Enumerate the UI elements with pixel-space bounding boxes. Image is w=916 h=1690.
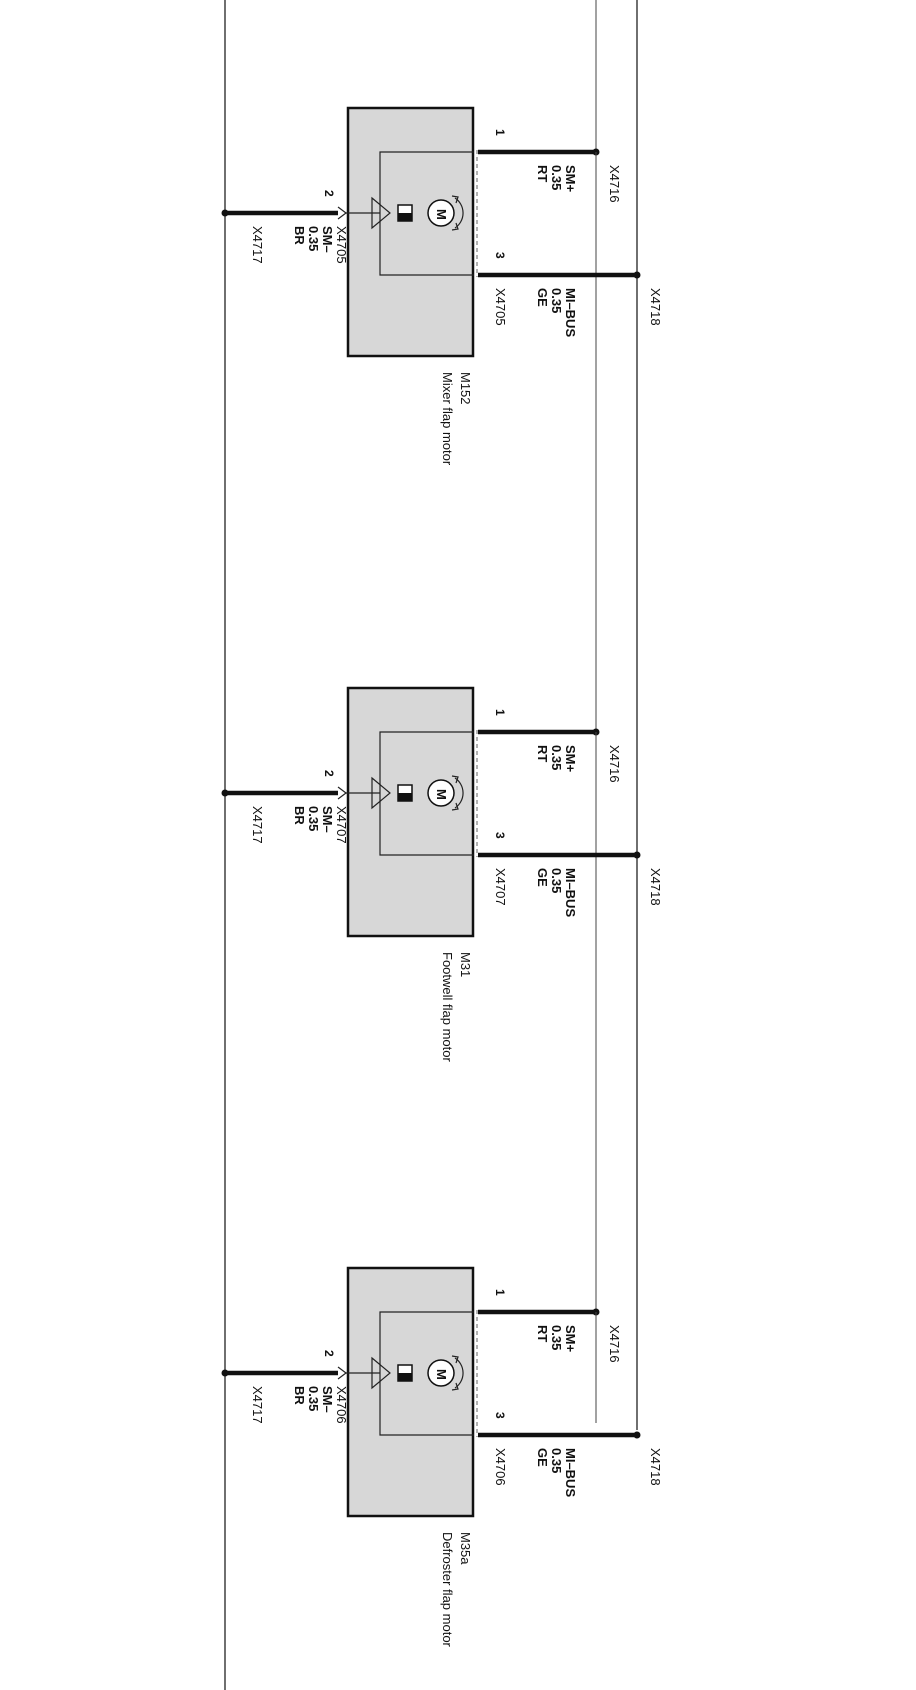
wire-label-pin1: SM+ <box>563 165 578 193</box>
wire-label-pin2: 0.35 <box>306 226 321 251</box>
wire-label-pin2: SM– <box>320 226 335 253</box>
wire-label-pin2: 0.35 <box>306 806 321 831</box>
wire-label-pin1: RT <box>535 745 550 762</box>
motor-box <box>346 106 475 358</box>
sensor-fill <box>398 1373 412 1381</box>
left-bus-junction <box>221 789 229 797</box>
bus-b-junction <box>633 851 641 859</box>
wire-label-pin1: 0.35 <box>549 165 564 190</box>
wire-label-pin3: MI–BUS <box>563 288 578 337</box>
left-bus-junction <box>221 1369 229 1377</box>
rotation-arrowheads-icon <box>451 195 459 231</box>
component-name: Mixer flap motor <box>440 372 455 466</box>
wire-label-pin3: GE <box>535 868 550 887</box>
wire-label-pin2: BR <box>292 1386 307 1405</box>
input-triangle-icon <box>346 1356 391 1390</box>
connector-label-left-bus: X4717 <box>250 806 265 844</box>
wire-label-pin2: BR <box>292 806 307 825</box>
pin2-connector-mark <box>337 786 347 800</box>
bus-b-junction <box>633 271 641 279</box>
input-triangle-icon <box>346 196 391 230</box>
pin-number-2: 2 <box>322 1350 336 1357</box>
bus-b-junction <box>633 1431 641 1439</box>
connector-label-bus-a: X4716 <box>607 1325 622 1363</box>
wire-label-pin3: GE <box>535 288 550 307</box>
wire-label-pin1: 0.35 <box>549 1325 564 1350</box>
input-triangle-icon <box>346 776 391 810</box>
connector-label-bus-a: X4716 <box>607 745 622 783</box>
component-id: M152 <box>458 372 473 405</box>
motor-symbol-label: M <box>434 789 449 800</box>
rotation-arrowheads-icon <box>451 775 459 811</box>
motor-icon <box>427 1359 455 1387</box>
motor-icon <box>427 779 455 807</box>
motor-symbol-label: M <box>434 209 449 220</box>
rotation-arrow-icon <box>454 1357 464 1389</box>
local-connector-label-pin2: X4707 <box>334 806 349 844</box>
motor-box <box>346 1266 475 1518</box>
motor-box <box>346 686 475 938</box>
rotation-arrow-icon <box>454 197 464 229</box>
connector-label-bus-b: X4718 <box>648 1448 663 1486</box>
local-connector-label-pin2: X4705 <box>334 226 349 264</box>
wire-label-pin3: MI–BUS <box>563 1448 578 1497</box>
pin-number-3: 3 <box>493 1412 507 1419</box>
pin2-connector-mark <box>337 1366 347 1380</box>
wire-label-pin3: 0.35 <box>549 1448 564 1473</box>
pin-number-1: 1 <box>493 1289 507 1296</box>
connector-label-bus-a: X4716 <box>607 165 622 203</box>
component-id: M31 <box>458 952 473 977</box>
pin-number-2: 2 <box>322 770 336 777</box>
pin2-connector-mark <box>337 206 347 220</box>
wire-label-pin3: GE <box>535 1448 550 1467</box>
wire-label-pin1: RT <box>535 165 550 182</box>
wire-label-pin1: RT <box>535 1325 550 1342</box>
connector-label-left-bus: X4717 <box>250 226 265 264</box>
pin-number-3: 3 <box>493 832 507 839</box>
motor-symbol-label: M <box>434 1369 449 1380</box>
pin-number-2: 2 <box>322 190 336 197</box>
pin-number-1: 1 <box>493 129 507 136</box>
local-connector-label-pin3: X4706 <box>493 1448 508 1486</box>
rotation-arrow-icon <box>454 777 464 809</box>
sensor-fill <box>398 793 412 801</box>
wire-label-pin2: SM– <box>320 806 335 833</box>
pin-number-3: 3 <box>493 252 507 259</box>
local-connector-label-pin3: X4705 <box>493 288 508 326</box>
component-name: Footwell flap motor <box>440 952 455 1062</box>
wire-label-pin3: 0.35 <box>549 868 564 893</box>
wire-label-pin2: SM– <box>320 1386 335 1413</box>
wire-label-pin2: 0.35 <box>306 1386 321 1411</box>
wire-label-pin3: 0.35 <box>549 288 564 313</box>
pin-number-1: 1 <box>493 709 507 716</box>
motor-icon <box>427 199 455 227</box>
sensor-fill <box>398 213 412 221</box>
left-bus-junction <box>221 209 229 217</box>
connector-label-bus-b: X4718 <box>648 868 663 906</box>
wire-label-pin2: BR <box>292 226 307 245</box>
component-name: Defroster flap motor <box>440 1532 455 1648</box>
component-id: M35a <box>458 1532 473 1565</box>
wire-label-pin1: 0.35 <box>549 745 564 770</box>
local-connector-label-pin2: X4706 <box>334 1386 349 1424</box>
wire-label-pin1: SM+ <box>563 1325 578 1353</box>
rotation-arrowheads-icon <box>451 1355 459 1391</box>
connector-label-bus-b: X4718 <box>648 288 663 326</box>
connector-label-left-bus: X4717 <box>250 1386 265 1424</box>
wire-label-pin3: MI–BUS <box>563 868 578 917</box>
wire-label-pin1: SM+ <box>563 745 578 773</box>
local-connector-label-pin3: X4707 <box>493 868 508 906</box>
